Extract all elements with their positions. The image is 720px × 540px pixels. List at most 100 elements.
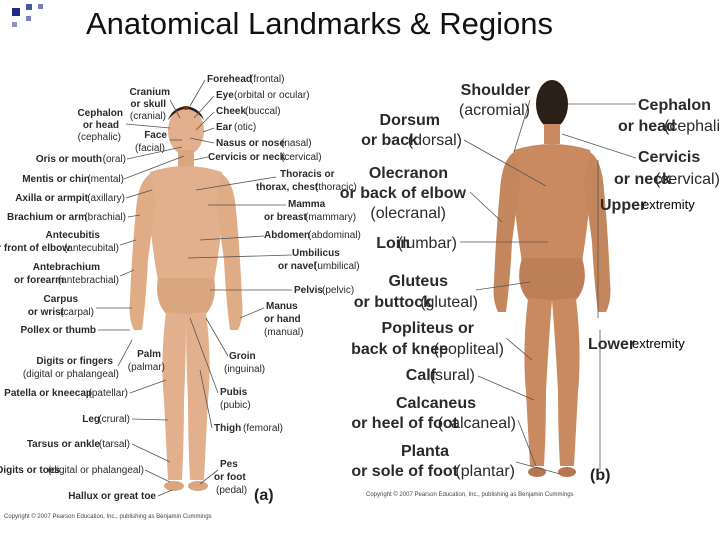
square-decoration	[38, 4, 43, 9]
label-pes: Pes	[220, 459, 238, 470]
label-palm-sub: (palmar)	[128, 362, 165, 373]
label-forehead-sub: (frontal)	[250, 74, 284, 85]
label-digits-toes: Digits or toes	[0, 465, 60, 476]
anterior-right-arm	[129, 174, 156, 330]
anterior-pelvis	[157, 278, 215, 314]
leader-line	[199, 469, 219, 485]
label-palm: Palm	[137, 349, 161, 360]
label-cranium-sub: (cranial)	[130, 111, 166, 122]
label-mamma: Mamma	[288, 199, 326, 210]
label-cervicis-b-line2: or neck	[614, 171, 671, 188]
label-abdomen: Abdomen	[264, 230, 310, 241]
label-cephalon-sub: (cephalic)	[78, 132, 121, 143]
label-cervicis-b: Cervicis	[638, 149, 700, 166]
label-mentis: Mentis or chin	[22, 174, 90, 185]
label-ear-sub: (otic)	[234, 122, 256, 133]
label-loin-sub: (lumbar)	[397, 235, 457, 252]
leader-line	[131, 443, 171, 463]
label-digits-toes-sub: (digital or phalangeal)	[48, 465, 144, 476]
label-umbilicus-sub: (umbilical)	[314, 261, 360, 272]
label-pelvis: Pelvis	[294, 285, 323, 296]
label-digits: Digits or fingers	[36, 356, 113, 367]
label-pelvis-sub: (pelvic)	[322, 285, 354, 296]
label-cheek-sub: (buccal)	[245, 106, 281, 117]
label-antecubitis-line2: or front of elbow	[0, 243, 70, 254]
label-oris-sub: (oral)	[103, 154, 126, 165]
label-olecranon: Olecranon	[369, 165, 448, 182]
leader-line	[144, 469, 171, 483]
label-olecranon-sub: (olecranal)	[370, 205, 446, 222]
label-popliteus-sub: (popliteal)	[434, 341, 504, 358]
leader-line	[169, 99, 181, 119]
label-gluteus-sub: (gluteal)	[420, 294, 478, 311]
label-mamma-line2: or breast	[264, 212, 307, 223]
label-mamma-sub: (mammary)	[305, 212, 356, 223]
label-carpus-line2: or wrist	[28, 307, 65, 318]
label-axilla: Axilla or armpit	[15, 193, 88, 204]
posterior-labels-right: Cephalon or head (cephalic) Cervicis or …	[588, 97, 720, 353]
label-cervicis-sub: (cervical)	[281, 152, 322, 163]
label-nasus: Nasus or nose	[216, 138, 285, 149]
leader-line	[561, 133, 637, 159]
label-cephalon-b-sub: (cephalic)	[664, 118, 720, 135]
leader-line	[469, 191, 503, 223]
label-brachium: Brachium or arm	[7, 212, 87, 223]
leader-line	[187, 254, 293, 259]
leader-line	[129, 379, 167, 394]
label-antecubitis-sub: (antecubital)	[64, 243, 119, 254]
square-decoration	[12, 22, 17, 27]
anterior-right-leg	[162, 312, 186, 480]
label-face: Face	[144, 130, 167, 141]
label-loin: Loin	[376, 235, 410, 252]
label-forehead: Forehead	[207, 74, 252, 85]
label-pes-line2: or foot	[214, 472, 246, 483]
upper-extremity-text: extremity	[642, 197, 695, 212]
leader-line	[205, 317, 229, 357]
label-nasus-sub: (nasal)	[281, 138, 312, 149]
label-thigh-sub: (femoral)	[243, 423, 283, 434]
label-calcaneus-sub: (calcaneal)	[438, 415, 516, 432]
label-antebrachium-sub: (antebrachial)	[58, 275, 119, 286]
leader-line	[515, 461, 561, 475]
square-decoration	[26, 4, 32, 10]
label-manus-sub: (manual)	[264, 327, 303, 338]
label-patella-sub: (patellar)	[89, 388, 128, 399]
label-cephalon: Cephalon	[77, 108, 123, 119]
label-antecubitis: Antecubitis	[46, 230, 101, 241]
square-decoration	[26, 16, 31, 21]
anterior-head	[168, 107, 204, 155]
posterior-buttocks	[519, 258, 585, 300]
label-cephalon-line2: or head	[83, 120, 119, 131]
label-thoracis-line2: thorax, chest	[256, 182, 319, 193]
label-digits-sub: (digital or phalangeal)	[23, 369, 119, 380]
leader-line	[125, 123, 171, 129]
posterior-right-leg	[524, 298, 552, 466]
posterior-torso	[512, 144, 592, 262]
leader-line	[119, 269, 135, 277]
label-umbilicus-line2: or navel	[278, 261, 317, 272]
label-olecranon-line2: or back of elbow	[340, 185, 467, 202]
label-cephalon-b: Cephalon	[638, 97, 711, 114]
forehead-marker	[184, 106, 188, 110]
posterior-neck	[544, 124, 560, 144]
label-cervicis-b-sub: (cervical)	[655, 171, 720, 188]
label-dorsum: Dorsum	[380, 112, 440, 129]
label-planta-sub: (plantar)	[455, 463, 515, 480]
leader-line	[127, 214, 141, 218]
label-pes-sub: (pedal)	[216, 485, 247, 496]
label-popliteus-line2: back of knee	[351, 341, 448, 358]
leader-line	[157, 489, 173, 497]
anterior-labels-right: Forehead (frontal) Eye (orbital or ocula…	[207, 74, 361, 496]
label-leg: Leg	[82, 414, 100, 425]
anterior-labels-left: Cephalon or head (cephalic) Cranium or s…	[0, 87, 170, 502]
leader-line	[119, 239, 137, 246]
label-umbilicus: Umbilicus	[292, 248, 340, 259]
label-calcaneus-line2: or heel of foot	[351, 415, 458, 432]
leader-line	[239, 307, 265, 319]
label-gluteus: Gluteus	[388, 273, 448, 290]
label-face-sub: (facial)	[135, 143, 165, 154]
posterior-labels-left: Shoulder (acromial) Dorsum or back (dors…	[340, 82, 530, 480]
label-axilla-sub: (axillary)	[87, 193, 125, 204]
